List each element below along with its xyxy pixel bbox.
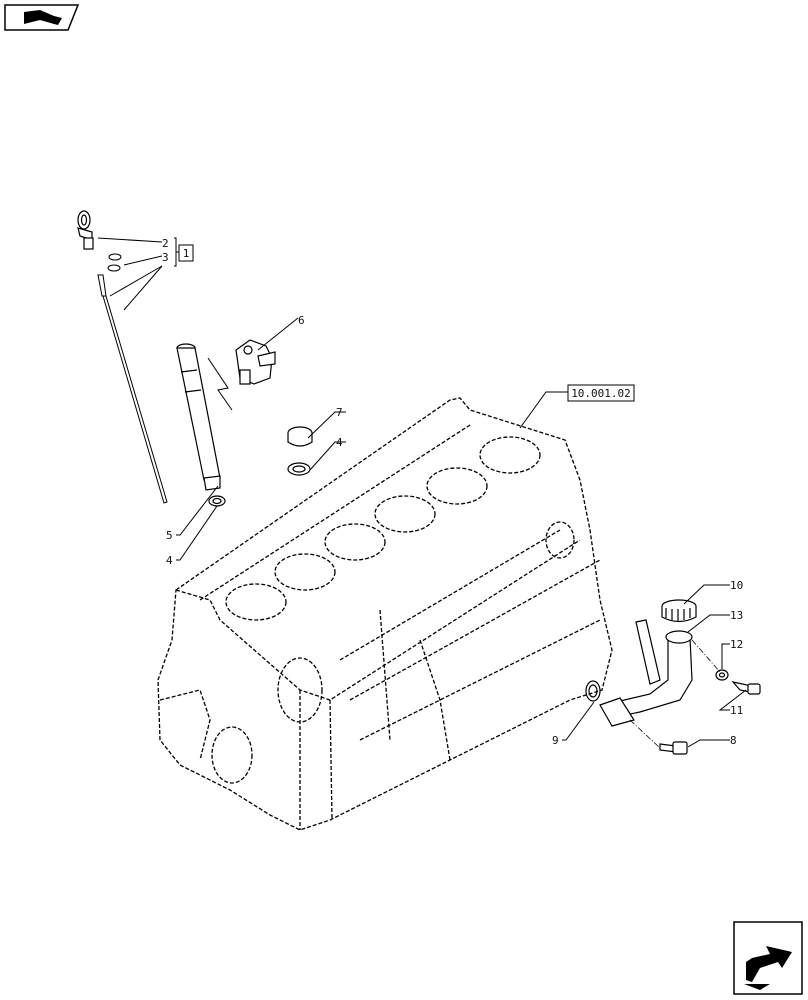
book-icon[interactable] (4, 4, 80, 31)
callout-numbers: 2 3 6 7 4 5 4 10 13 12 11 8 9 (162, 237, 743, 747)
dipstick-rod (97, 274, 168, 504)
callout-4a: 4 (166, 554, 173, 567)
engine-block-reference-box[interactable]: 10.001.02 (567, 384, 635, 402)
washer-12 (715, 669, 729, 681)
callout-4b: 4 (336, 436, 343, 449)
callout-10: 10 (730, 579, 743, 592)
dipstick-handle (77, 210, 94, 250)
bolt-8 (659, 741, 688, 755)
breather-cap (661, 599, 697, 623)
callout-11: 11 (730, 704, 743, 717)
bolt-11 (731, 681, 761, 695)
breather-o-ring (585, 680, 601, 702)
bracket-indicator (207, 357, 233, 411)
alignment-lines (629, 639, 721, 749)
callout-7: 7 (336, 406, 343, 419)
breather-pipe (599, 619, 693, 727)
callout-3: 3 (162, 251, 169, 264)
dipstick-guide-tube (176, 343, 221, 491)
clamp (235, 339, 276, 385)
next-page-arrow-icon[interactable] (733, 921, 803, 995)
callout-8: 8 (730, 734, 737, 747)
engine-block-reference-label: 10.001.02 (571, 387, 631, 400)
callout-2: 2 (162, 237, 169, 250)
engine-block (157, 397, 613, 831)
callout-12: 12 (730, 638, 743, 651)
plug (287, 426, 313, 447)
callout-6: 6 (298, 314, 305, 327)
group-reference-label: 1 (183, 247, 190, 260)
o-rings (107, 253, 122, 272)
leader-lines (97, 237, 747, 748)
callout-13: 13 (730, 609, 743, 622)
guide-tube-washer (208, 495, 226, 507)
sealing-washer (287, 462, 311, 476)
group-reference-box: 1 (178, 244, 194, 262)
callout-9: 9 (552, 734, 559, 747)
callout-5: 5 (166, 529, 173, 542)
